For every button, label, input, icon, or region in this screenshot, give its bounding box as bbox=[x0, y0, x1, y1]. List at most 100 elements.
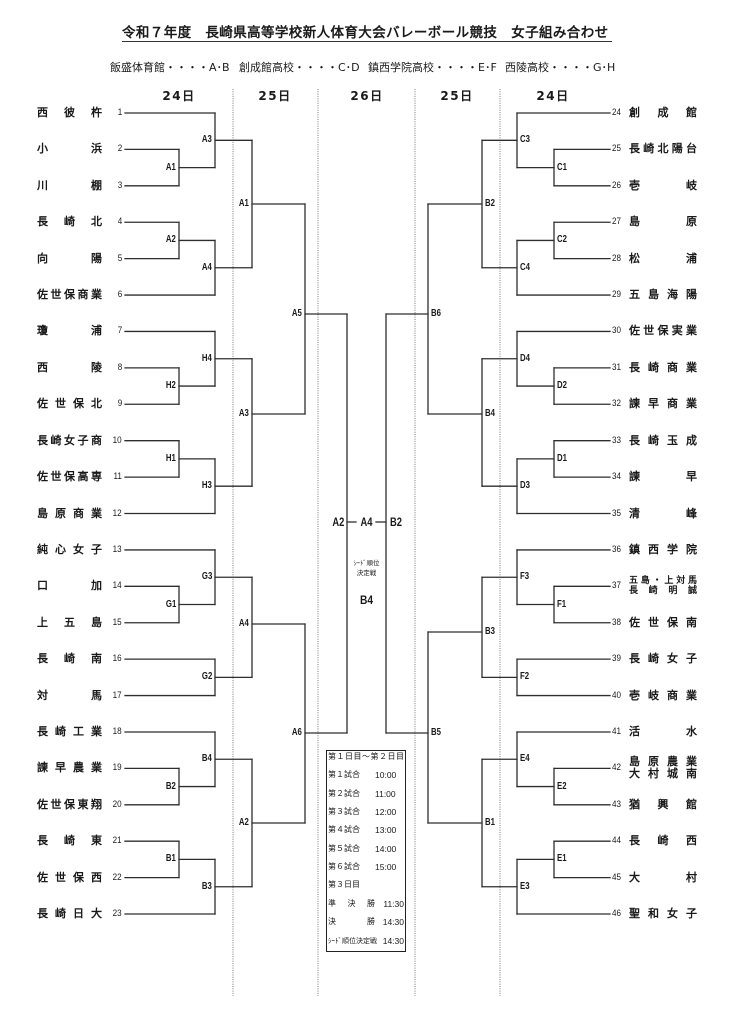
team-name: 長崎工業 bbox=[37, 724, 102, 738]
team-number: 28 bbox=[612, 252, 621, 264]
match-label: D4 bbox=[520, 352, 530, 364]
team-name: 長崎商業 bbox=[629, 360, 697, 374]
team-number: 11 bbox=[113, 471, 122, 483]
match-label: H4 bbox=[202, 352, 212, 364]
seed-playoff-title: ｼｰﾄﾞ順位 決定戦 bbox=[344, 558, 389, 578]
team-name: 創成館 bbox=[629, 106, 697, 119]
match-label: B3 bbox=[485, 626, 495, 637]
schedule-row: 第３試合 12:00 bbox=[328, 806, 404, 818]
team-name: 佐世保実業 bbox=[629, 324, 697, 338]
match-label: B4 bbox=[485, 408, 495, 419]
team-number: 6 bbox=[117, 289, 122, 301]
match-label: G1 bbox=[165, 598, 176, 610]
team-number: 46 bbox=[612, 908, 621, 920]
venue-groups: C･D bbox=[338, 61, 360, 74]
schedule-day-header: 第１日目～第２日目 bbox=[328, 752, 404, 761]
match-label: E4 bbox=[520, 753, 530, 765]
match-label: B6 bbox=[431, 308, 441, 319]
venue-groups: E･F bbox=[478, 61, 497, 74]
team-number: 37 bbox=[612, 580, 621, 592]
match-label: E3 bbox=[520, 880, 530, 892]
schedule-time: 14:30 bbox=[382, 935, 404, 946]
team-number: 14 bbox=[113, 580, 122, 592]
match-label: C4 bbox=[520, 261, 530, 273]
match-label: C1 bbox=[557, 161, 567, 173]
team-number: 29 bbox=[612, 289, 621, 301]
match-label: H1 bbox=[166, 452, 176, 464]
team-number: 9 bbox=[117, 398, 122, 410]
team-number: 24 bbox=[612, 107, 621, 118]
match-label: C2 bbox=[557, 234, 567, 246]
venue-separator: ・・・・ bbox=[294, 61, 338, 74]
page-title: 令和７年度 長崎県高等学校新人体育大会バレーボール競技 女子組み合わせ bbox=[122, 26, 612, 42]
team-number: 2 bbox=[117, 143, 122, 155]
team-number: 45 bbox=[612, 871, 621, 883]
team-name: 長崎玉成 bbox=[629, 433, 697, 447]
team-number: 30 bbox=[612, 325, 621, 337]
team-name: 活水 bbox=[629, 724, 697, 738]
match-label: B2 bbox=[166, 780, 176, 792]
team-name: 佐世保北 bbox=[37, 397, 102, 411]
team-number: 41 bbox=[612, 725, 621, 737]
team-number: 26 bbox=[612, 179, 621, 191]
team-name: 上五島 bbox=[37, 615, 102, 629]
match-label: H3 bbox=[202, 480, 212, 492]
team-name: 佐世保高専 bbox=[37, 470, 102, 484]
team-name-line: 五島・上対馬 bbox=[629, 575, 697, 586]
team-number: 38 bbox=[612, 616, 621, 628]
team-number: 27 bbox=[612, 216, 621, 228]
team-name: 佐世保南 bbox=[629, 615, 697, 629]
schedule-match-label: 第３試合 bbox=[328, 807, 360, 817]
final-match-label: A4 bbox=[360, 515, 373, 529]
match-label: B2 bbox=[485, 198, 495, 209]
team-name: 瓊浦 bbox=[37, 324, 102, 338]
team-name: 西陵 bbox=[37, 360, 102, 374]
team-number: 21 bbox=[113, 835, 122, 847]
team-name: 長崎日大 bbox=[37, 907, 102, 921]
match-label: E2 bbox=[557, 780, 567, 792]
schedule-match-label: 第６試合 bbox=[328, 862, 360, 872]
team-number: 16 bbox=[113, 653, 122, 665]
team-number: 32 bbox=[612, 398, 621, 410]
match-label: C3 bbox=[520, 134, 530, 146]
day-header: 24日 bbox=[536, 89, 570, 103]
team-name-line: 大村城南 bbox=[629, 767, 697, 781]
team-number: 23 bbox=[113, 908, 122, 920]
venue-separator: ・・・・ bbox=[165, 61, 209, 74]
final-right-label: B2 bbox=[390, 515, 402, 529]
day-header: 25日 bbox=[258, 89, 292, 103]
match-label: D1 bbox=[557, 452, 567, 464]
team-name: 対馬 bbox=[37, 688, 102, 702]
team-name: 長崎西 bbox=[629, 834, 697, 848]
schedule-time: 12:00 bbox=[375, 807, 397, 818]
team-name: 西彼杵 bbox=[37, 106, 102, 119]
match-label: B1 bbox=[485, 817, 495, 828]
team-name: 島原 bbox=[629, 215, 697, 229]
match-label: F3 bbox=[520, 571, 530, 583]
schedule-match-label: ｼｰﾄﾞ順位決定戦 bbox=[328, 936, 377, 945]
team-number: 5 bbox=[117, 252, 122, 264]
team-name: 聖和女子 bbox=[629, 907, 697, 921]
venue-name: 鎮西学院高校 bbox=[368, 61, 434, 74]
team-number: 42 bbox=[612, 762, 621, 774]
schedule-match-label: 第１試合 bbox=[328, 770, 360, 780]
team-number: 22 bbox=[113, 871, 122, 883]
match-label: A4 bbox=[239, 618, 249, 629]
team-name: 純心女子 bbox=[37, 542, 102, 556]
venue-separator: ・・・・ bbox=[549, 61, 593, 74]
venue-item: 西陵高校・・・・G･H bbox=[505, 61, 615, 75]
venue-groups: G･H bbox=[593, 61, 616, 74]
venue-item: 鎮西学院高校・・・・E･F bbox=[368, 61, 497, 75]
venue-name: 飯盛体育館 bbox=[110, 61, 165, 74]
team-number: 8 bbox=[117, 361, 122, 373]
match-label: A1 bbox=[239, 198, 249, 209]
match-label: B4 bbox=[202, 753, 212, 765]
team-name: 佐世保東翔 bbox=[37, 797, 102, 811]
match-label: D2 bbox=[557, 380, 567, 392]
team-name: 五島海陽 bbox=[629, 288, 697, 302]
